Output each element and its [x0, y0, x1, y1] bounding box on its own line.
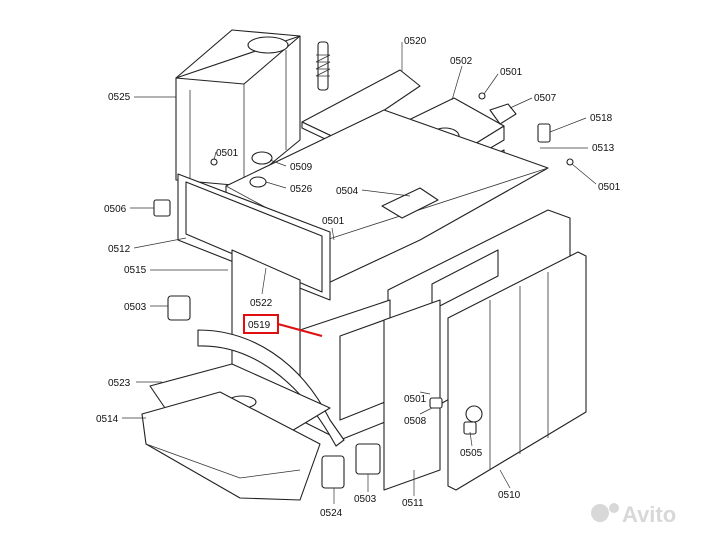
- label-0510: 0510: [498, 490, 521, 501]
- label-0508: 0508: [404, 416, 427, 427]
- label-0507: 0507: [534, 93, 557, 104]
- part-0512-front-panel: [177, 173, 331, 301]
- label-0501-lower: 0501: [404, 394, 427, 405]
- label-0502: 0502: [450, 56, 473, 67]
- label-0501-right: 0501: [598, 182, 621, 193]
- label-0503-left: 0503: [124, 302, 147, 313]
- watermark-text: Avito: [622, 502, 676, 527]
- highlight-0519: [243, 314, 323, 338]
- watermark-logo-icon: [591, 504, 609, 522]
- part-knobs: [249, 151, 273, 188]
- label-0504: 0504: [336, 186, 359, 197]
- part-0506-bracket: [153, 199, 171, 217]
- label-0501-top: 0501: [500, 67, 523, 78]
- part-small-lower: [321, 397, 477, 489]
- label-0522: 0522: [250, 298, 273, 309]
- label-0525: 0525: [108, 92, 131, 103]
- part-0507-clip: [489, 103, 517, 125]
- watermark-logo-icon-dot: [609, 503, 619, 513]
- part-0510-door-panel: [447, 251, 587, 491]
- label-0512: 0512: [108, 244, 131, 255]
- label-0526: 0526: [290, 184, 313, 195]
- label-0501-mid: 0501: [322, 216, 345, 227]
- part-0525-tank-housing: [175, 29, 301, 187]
- highlight-arrow: [277, 322, 323, 338]
- label-0505: 0505: [460, 448, 483, 459]
- part-spring-valve: [315, 41, 331, 91]
- label-0501-left: 0501: [216, 148, 239, 159]
- label-0515: 0515: [124, 265, 147, 276]
- part-0503-bracket-left: [167, 295, 191, 321]
- part-0514-base-tray: [141, 391, 321, 501]
- part-curved-rail: [197, 329, 345, 447]
- leader-lines: [122, 42, 597, 504]
- watermark: Avito: [591, 502, 676, 527]
- part-0518-switch: [537, 123, 551, 143]
- label-0513: 0513: [592, 143, 615, 154]
- label-0523: 0523: [108, 378, 131, 389]
- label-0503-bottom: 0503: [354, 494, 377, 505]
- label-0518: 0518: [590, 113, 613, 124]
- label-0506: 0506: [104, 204, 127, 215]
- part-labels: 0525 0520 0502 0501 0507 0518 0513 0501 …: [96, 36, 621, 519]
- part-lower-chassis: [299, 299, 441, 491]
- label-0524: 0524: [320, 508, 343, 519]
- label-0509: 0509: [290, 162, 313, 173]
- label-0519: 0519: [248, 320, 271, 331]
- label-0511: 0511: [402, 498, 424, 509]
- label-0520: 0520: [404, 36, 427, 47]
- label-0514: 0514: [96, 414, 119, 425]
